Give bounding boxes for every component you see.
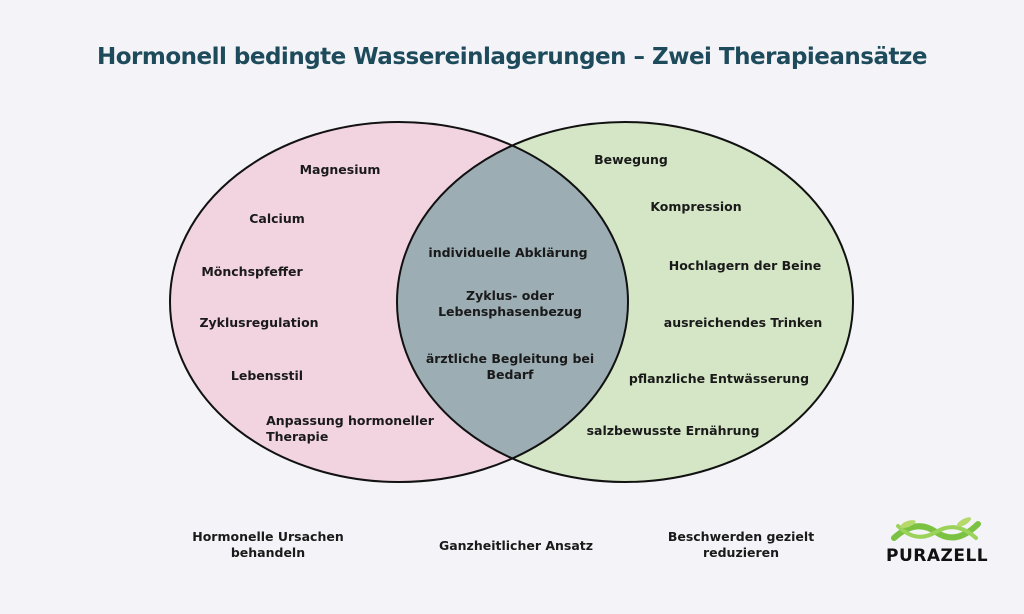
right-item: Kompression [650, 199, 742, 214]
center-item: ärztliche Begleitung bei Bedarf [425, 351, 595, 382]
left-item: Lebensstil [230, 368, 304, 383]
left-item: Mönchspfeffer [201, 264, 303, 279]
left-item: Calcium [249, 211, 305, 226]
overlap-region [397, 122, 628, 482]
diagram-title: Hormonell bedingte Wassereinlagerungen –… [97, 44, 928, 70]
right-item: Hochlagern der Beine [668, 258, 822, 273]
purazell-logo: PURAZELL [886, 516, 996, 576]
left-item: Anpassung hormoneller Therapie [266, 413, 434, 444]
left-item: Zyklusregulation [199, 315, 319, 330]
left-item: Magnesium [299, 162, 381, 177]
caption-center: Ganzheitlicher Ansatz [438, 538, 594, 553]
logo-text: PURAZELL [886, 546, 989, 566]
caption-right: Beschwerden gezielt reduzieren [667, 529, 815, 560]
center-item: Zyklus- oder Lebensphasenbezug [438, 288, 582, 319]
caption-left: Hormonelle Ursachen behandeln [192, 529, 344, 560]
right-item: ausreichendes Trinken [663, 315, 823, 330]
dna-leaf-icon [891, 517, 981, 541]
right-item: pflanzliche Entwässerung [628, 371, 810, 386]
center-item: individuelle Abklärung [428, 245, 588, 260]
right-item: Bewegung [594, 152, 668, 167]
right-item: salzbewusste Ernährung [586, 423, 760, 438]
